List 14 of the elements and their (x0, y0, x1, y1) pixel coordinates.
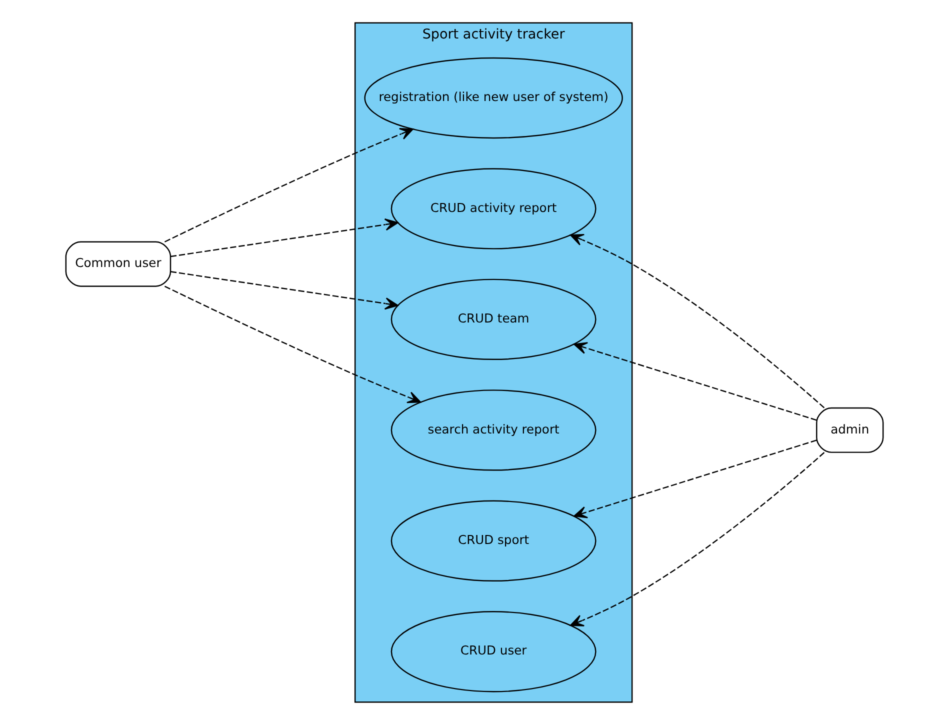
node-ellipse: CRUD team (390, 278, 596, 360)
arrow (570, 452, 824, 626)
arrow (170, 271, 398, 310)
arrow (570, 234, 824, 408)
node-box: admin (816, 407, 884, 453)
arrow (573, 440, 816, 518)
arrow (164, 286, 421, 404)
node-ellipse: CRUD activity report (390, 168, 596, 250)
arrow (164, 128, 414, 242)
node-ellipse: CRUD sport (390, 500, 596, 582)
node-box: Common user (64, 241, 171, 287)
arrow (170, 218, 398, 258)
arrow (573, 342, 816, 421)
node-ellipse: CRUD user (390, 611, 596, 692)
